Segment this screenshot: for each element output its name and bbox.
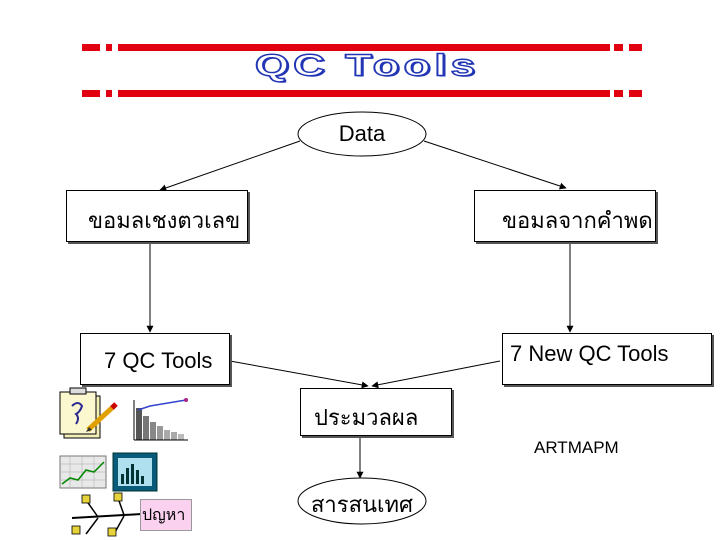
banner-title: QC Tools (254, 47, 480, 83)
fishbone-diagram-icon (71, 492, 143, 537)
pareto-chart-icon (133, 398, 188, 441)
arrow-newqc7-to-process (371, 360, 501, 389)
arrow-qc7-to-process (229, 360, 369, 389)
new-qc7-label: 7 New QC Tools (510, 341, 669, 366)
new-qc7-box (502, 333, 712, 385)
banner-bars (82, 44, 642, 97)
qc7-label: 7 QC Tools (104, 348, 213, 373)
process-label: ประมวลผล (314, 406, 419, 431)
scatter-chart-icon (59, 455, 107, 489)
numeric-data-label: ขอมลเชงตวเลข (88, 209, 241, 234)
histogram-icon (112, 452, 158, 492)
verbal-data-label: ขอมลจากคำพด (502, 209, 653, 234)
title-banner: QC Tools (0, 0, 720, 110)
arrow-data-to-numeric (159, 140, 301, 192)
arrow-data-to-verbal (423, 140, 567, 190)
artmapm-label: ARTMAPM (534, 438, 619, 457)
data-label: Data (338, 121, 386, 146)
info-ellipse (297, 477, 427, 525)
problem-label: ปญหา (142, 505, 186, 524)
verbal-data-box (474, 190, 656, 242)
data-ellipse (297, 111, 427, 157)
qc7-box (80, 333, 230, 385)
checksheet-pencil-icon (59, 387, 118, 439)
process-box (300, 388, 452, 436)
numeric-data-box (66, 190, 248, 242)
problem-box (140, 499, 192, 531)
info-label: สารสนเทศ (310, 493, 414, 518)
